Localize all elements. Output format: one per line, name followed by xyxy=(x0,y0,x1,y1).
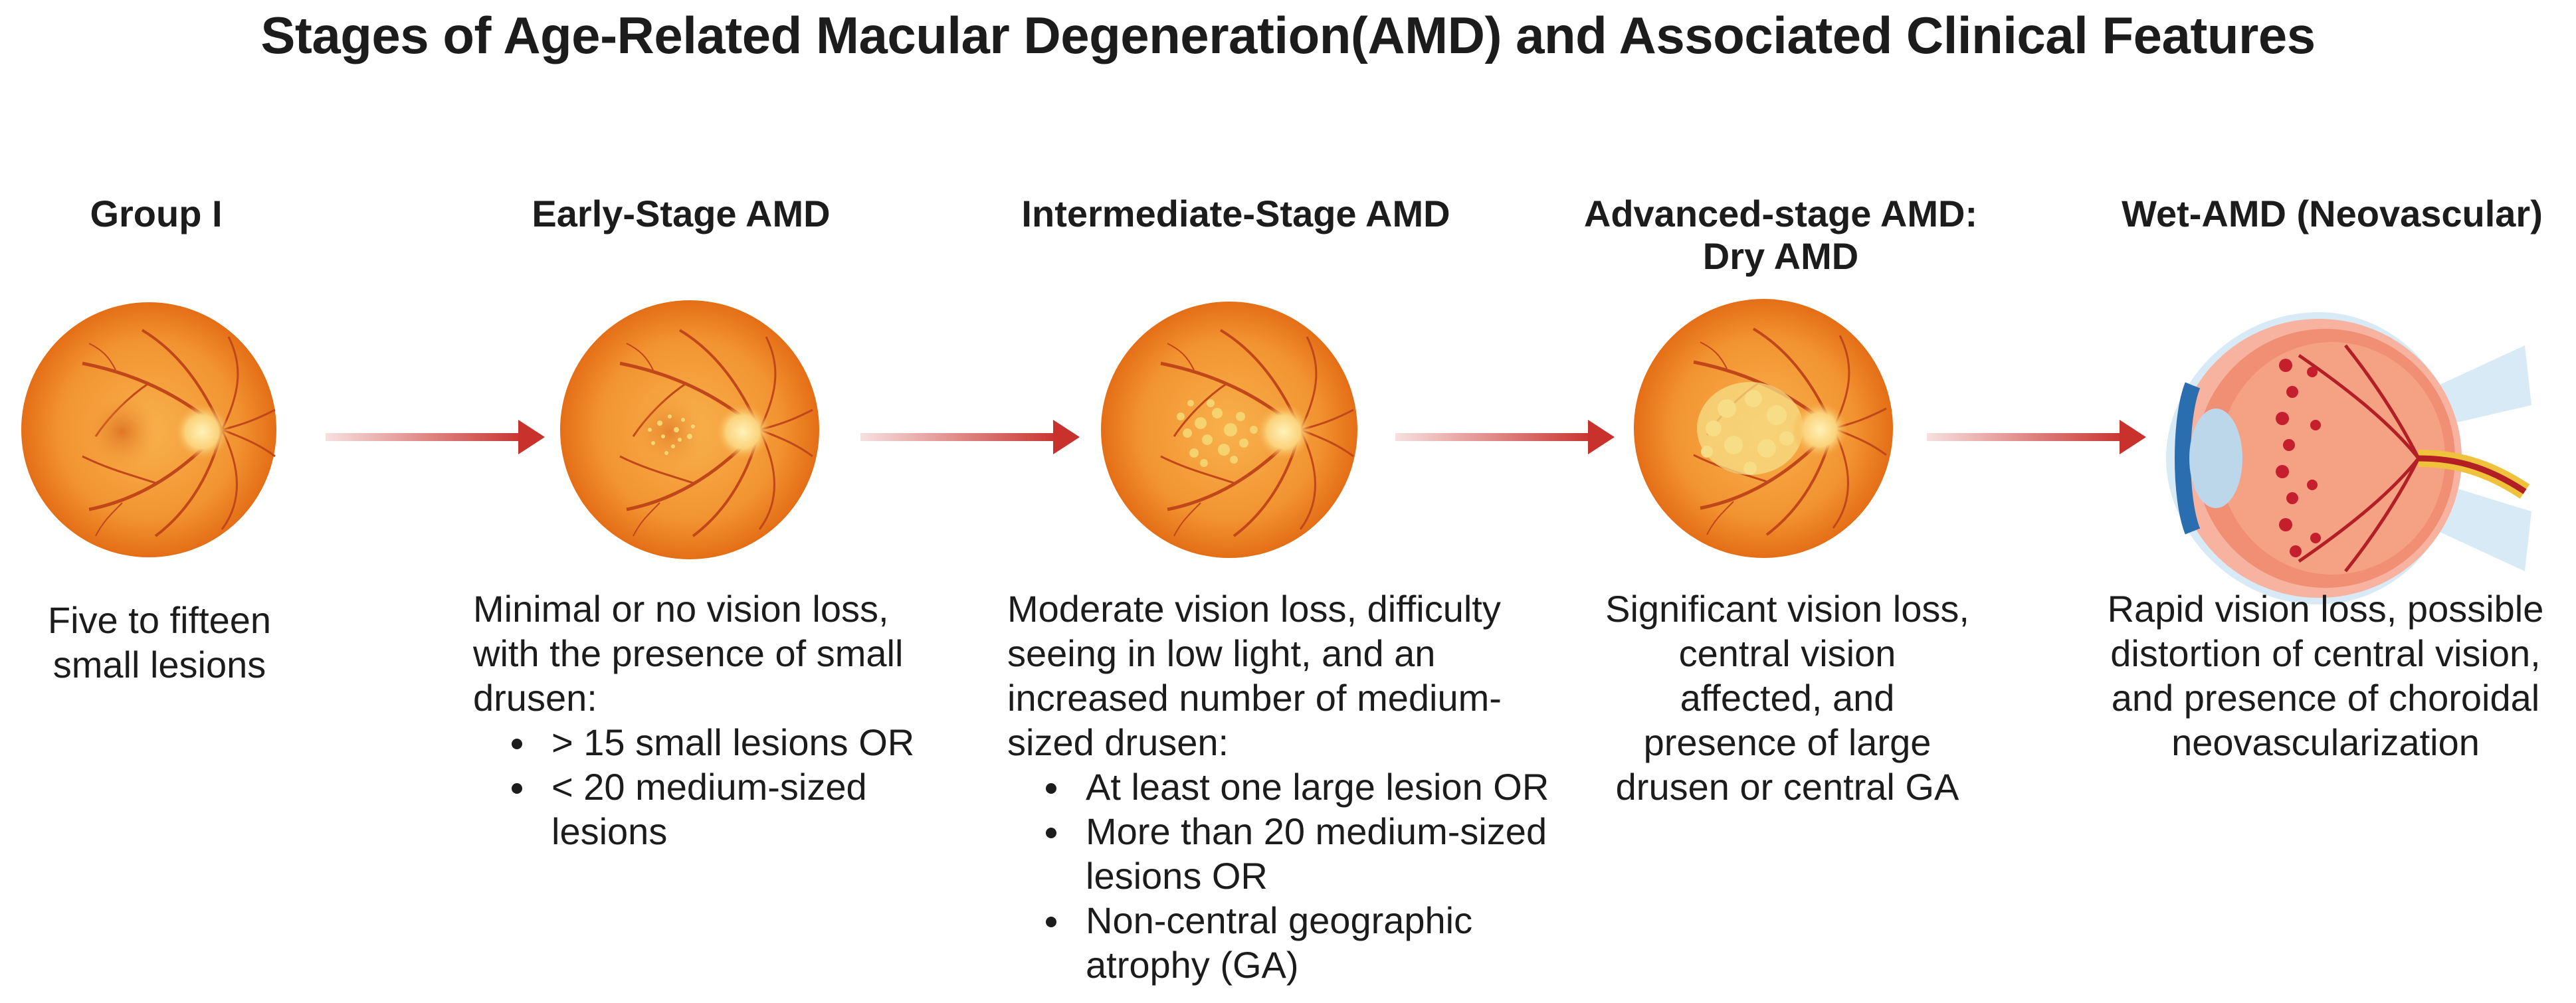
stage-description-group-1: Five to fifteen small lesions xyxy=(13,598,306,687)
arrow-3 xyxy=(1395,420,1615,454)
fundus-intermediate xyxy=(1101,302,1357,558)
desc-line: sized drusen: xyxy=(1007,721,1229,763)
desc-line: with the presence of small xyxy=(473,632,904,674)
stage-heading-early: Early-Stage AMD xyxy=(532,193,831,234)
desc-line: Significant vision loss, xyxy=(1605,588,1969,630)
bullet-list: > 15 small lesions OR < 20 medium-sized … xyxy=(473,720,951,854)
eye-cross-section-wet xyxy=(2166,312,2531,604)
stage-description-wet: Rapid vision loss, possible distortion o… xyxy=(2080,587,2571,765)
desc-line: drusen: xyxy=(473,677,597,719)
desc-line: small lesions xyxy=(52,644,266,685)
stage-heading-wet: Wet-AMD (Neovascular) xyxy=(2122,193,2543,234)
stage-heading-advanced-line-2: Dry AMD xyxy=(1702,235,1859,277)
stage-heading-group-1: Group I xyxy=(90,193,223,234)
stage-heading-advanced-line-1: Advanced-stage AMD: xyxy=(1583,193,1978,234)
bullet-item: More than 20 medium-sized lesions OR xyxy=(1046,809,1591,898)
stage-heading-advanced-dry: Advanced-stage AMD: Dry AMD xyxy=(1528,193,2033,278)
bullet-item: < 20 medium-sized lesions xyxy=(512,765,884,854)
fundus-early xyxy=(560,300,819,559)
desc-line: and presence of choroidal xyxy=(2111,677,2540,719)
bullet-item: Non-central geographic atrophy (GA) xyxy=(1046,898,1524,987)
arrow-2 xyxy=(860,420,1080,454)
arrow-1 xyxy=(326,420,545,454)
fundus-group-1 xyxy=(21,302,276,557)
desc-line: Rapid vision loss, possible xyxy=(2107,588,2544,630)
bullet-item: > 15 small lesions OR xyxy=(512,720,951,765)
desc-line: increased number of medium- xyxy=(1007,677,1502,719)
stage-description-intermediate: Moderate vision loss, difficulty seeing … xyxy=(1007,587,1585,987)
desc-line: distortion of central vision, xyxy=(2110,632,2541,674)
desc-line: affected, and xyxy=(1680,677,1895,719)
desc-line: seeing in low light, and an xyxy=(1007,632,1436,674)
desc-line: drusen or central GA xyxy=(1615,766,1959,808)
figure-title: Stages of Age-Related Macular Degenerati… xyxy=(260,6,2316,64)
desc-line: central vision xyxy=(1678,632,1896,674)
bullet-item: At least one large lesion OR xyxy=(1046,765,1585,809)
stage-description-early: Minimal or no vision loss, with the pres… xyxy=(473,587,951,854)
arrow-4 xyxy=(1927,420,2146,454)
desc-line: Five to fifteen xyxy=(47,599,272,641)
stage-description-advanced-dry: Significant vision loss, central vision … xyxy=(1555,587,2020,809)
fundus-advanced-dry xyxy=(1634,299,1893,558)
desc-line: Minimal or no vision loss, xyxy=(473,588,889,630)
stage-heading-intermediate: Intermediate-Stage AMD xyxy=(1021,193,1450,234)
desc-line: presence of large xyxy=(1643,721,1932,763)
desc-line: Moderate vision loss, difficulty xyxy=(1007,588,1501,630)
desc-line: neovascularization xyxy=(2171,721,2480,763)
bullet-list: At least one large lesion OR More than 2… xyxy=(1007,765,1585,987)
